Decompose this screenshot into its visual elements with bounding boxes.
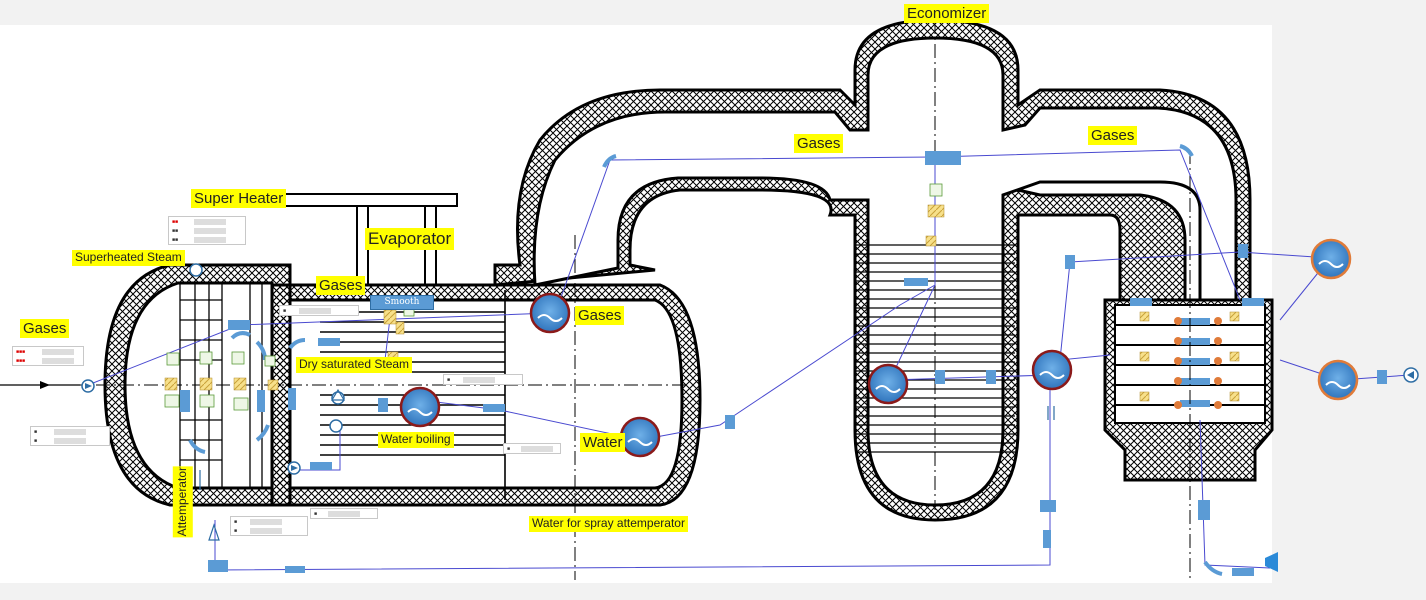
super-heater-label: Super Heater	[191, 189, 287, 209]
attemperator-label: Attemperator	[173, 466, 193, 538]
spray-readout-box: ■	[310, 508, 378, 519]
pump-icon[interactable]	[1403, 367, 1419, 383]
dry-saturated-steam-label: Dry saturated Steam	[296, 357, 413, 373]
evaporator-label: Evaporator	[365, 228, 455, 250]
water-tank-icon[interactable]	[1317, 359, 1359, 401]
water-readout-box: ■	[503, 443, 561, 454]
water-tank-icon[interactable]	[1310, 238, 1352, 280]
smooth-block[interactable]: Smooth	[370, 295, 434, 310]
gases-readout-box: ■	[279, 305, 359, 316]
water-label: Water	[580, 433, 626, 453]
outlet-nozzle-icon	[1265, 552, 1278, 572]
right-exchanger-housing	[1103, 298, 1274, 482]
attemperator-out-readout-box: ■ ■	[230, 516, 308, 536]
inlet-readout-box: ■■■ ■■■	[12, 346, 84, 366]
pump-icon[interactable]	[329, 419, 343, 433]
water-tank-icon[interactable]	[399, 386, 441, 428]
attemperator-readout-box: ■ ■	[30, 426, 110, 446]
valve-icon[interactable]	[180, 151, 1387, 576]
water-tank-icon[interactable]	[867, 363, 909, 405]
gases-mid-label: Gases	[575, 306, 625, 326]
economizer-label: Economizer	[904, 4, 990, 24]
pump-icon[interactable]	[81, 379, 95, 393]
gases-upper-label: Gases	[316, 276, 366, 296]
steam-readout-box: ■	[443, 374, 523, 385]
gases-left-label: Gases	[20, 319, 70, 339]
gases-top-left-label: Gases	[794, 134, 844, 154]
water-spray-label: Water for spray attemperator	[529, 516, 688, 532]
water-boiling-label: Water boiling	[378, 432, 454, 448]
sensor-icon	[199, 388, 1055, 541]
gases-top-right-label: Gases	[1088, 126, 1138, 146]
water-tank-icon[interactable]	[529, 292, 571, 334]
sensor-icon	[164, 183, 943, 411]
superheated-steam-label: Superheated Steam	[72, 250, 185, 266]
superheater-readout-box: ■■ ■■ ■■	[168, 216, 246, 245]
pump-icon[interactable]	[189, 263, 203, 277]
water-tank-icon[interactable]	[1031, 349, 1073, 391]
water-tank-icon[interactable]	[619, 416, 661, 458]
pump-icon[interactable]	[287, 461, 301, 475]
heat-exchanger-icon	[164, 204, 945, 391]
